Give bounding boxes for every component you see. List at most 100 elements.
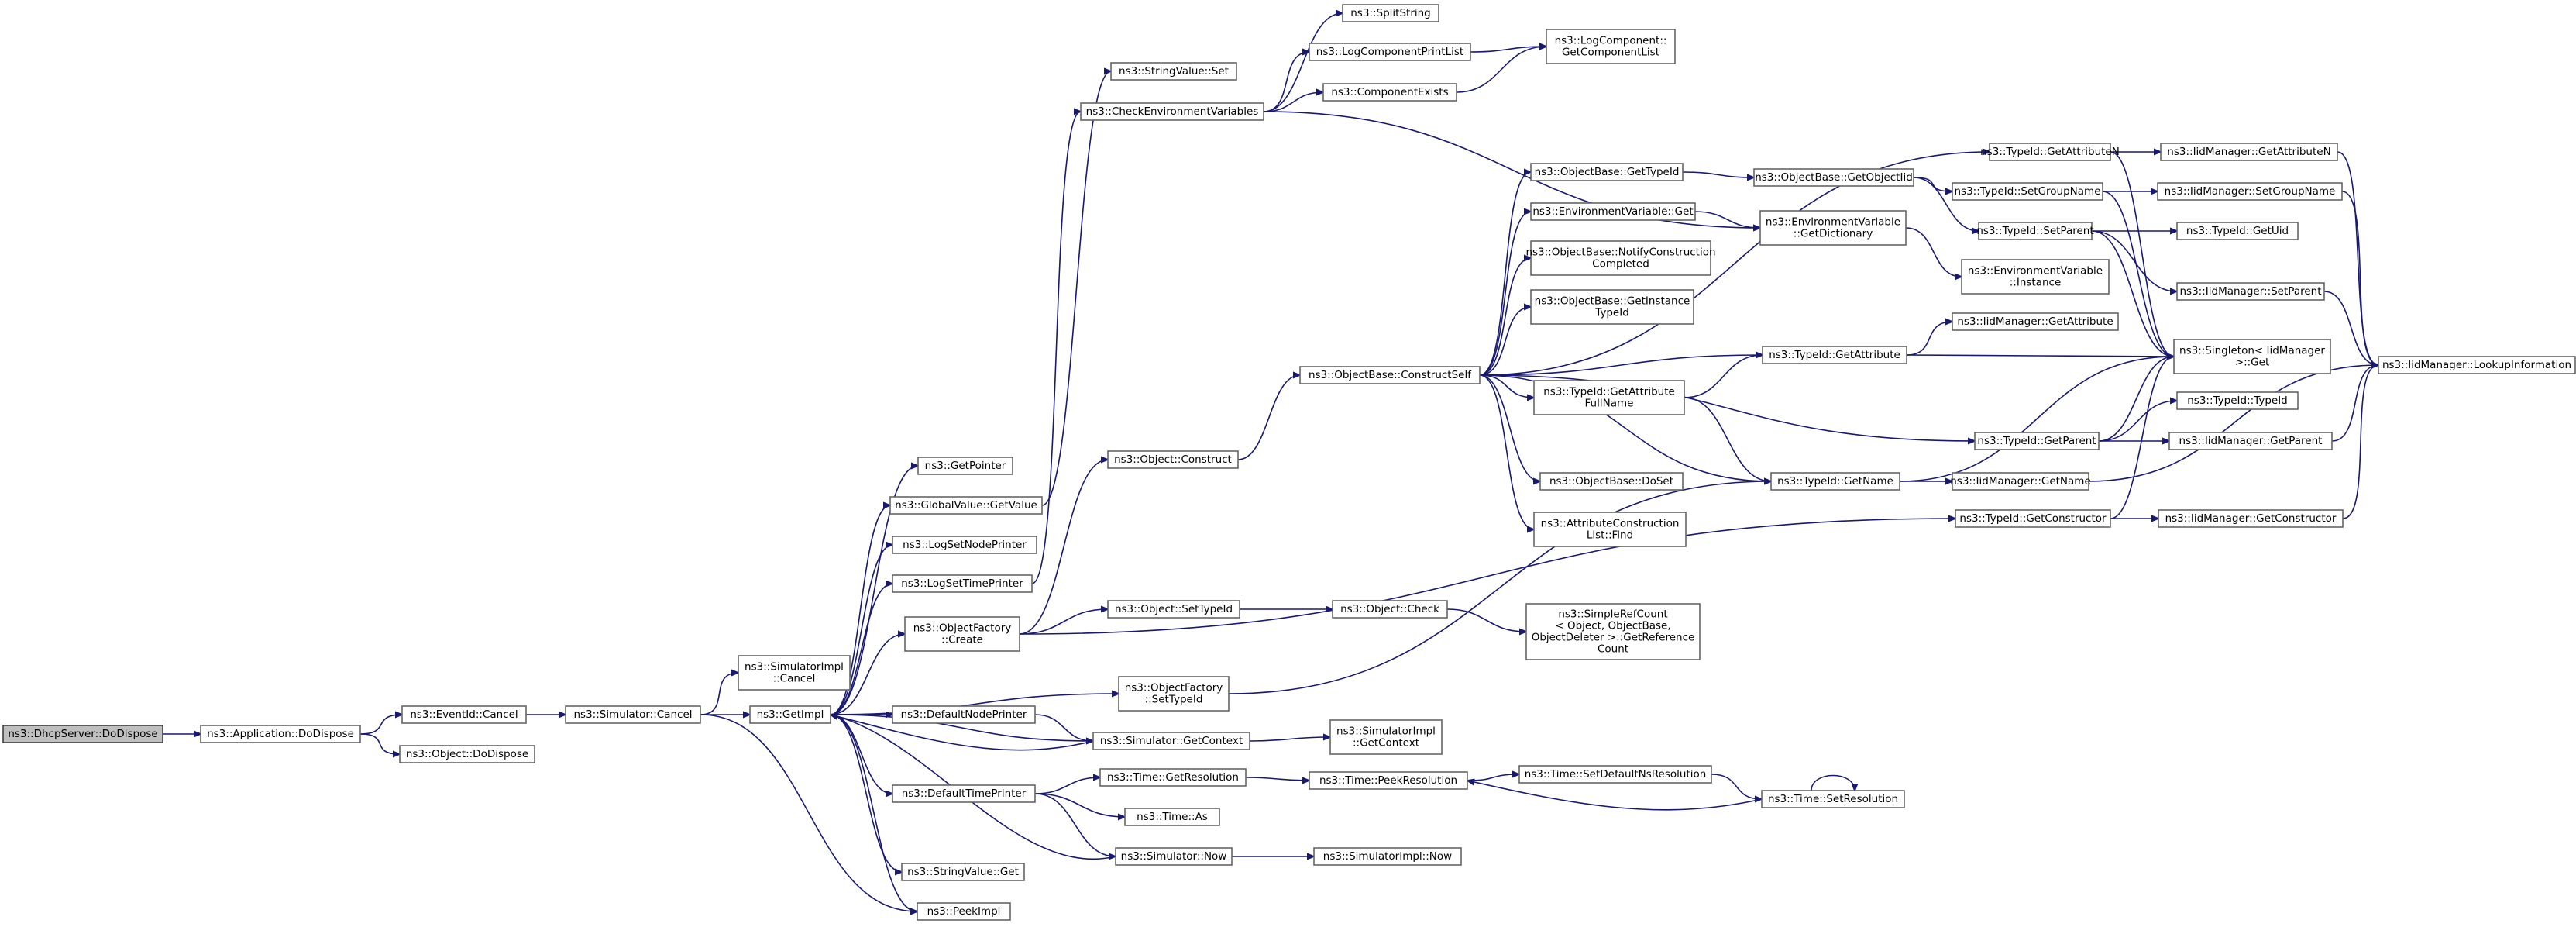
node-box[interactable] bbox=[1107, 450, 1239, 469]
node-getpointer[interactable]: ns3::GetPointer bbox=[917, 457, 1013, 475]
node-envvar-getdict[interactable]: ns3::EnvironmentVariable::GetDictionary bbox=[1759, 210, 1907, 246]
node-time-setdefaultns[interactable]: ns3::Time::SetDefaultNsResolution bbox=[1518, 765, 1712, 784]
node-box[interactable] bbox=[1299, 366, 1481, 384]
node-object-construct[interactable]: ns3::Object::Construct bbox=[1107, 450, 1239, 469]
node-box[interactable] bbox=[1546, 29, 1676, 64]
node-box[interactable] bbox=[1762, 346, 1907, 364]
node-simimpl-now[interactable]: ns3::SimulatorImpl::Now bbox=[1313, 847, 1462, 866]
node-box[interactable] bbox=[1530, 240, 1711, 276]
node-envvar-get[interactable]: ns3::EnvironmentVariable::Get bbox=[1530, 202, 1696, 221]
node-box[interactable] bbox=[2176, 282, 2325, 301]
node-typeid-setparent[interactable]: ns3::TypeId::SetParent bbox=[1976, 222, 2094, 240]
node-iid-lookup[interactable]: ns3::IidManager::LookupInformation bbox=[2378, 356, 2576, 374]
node-box[interactable] bbox=[1761, 790, 1905, 808]
node-box[interactable] bbox=[1530, 163, 1684, 181]
node-simulator-cancel[interactable]: ns3::Simulator::Cancel bbox=[565, 705, 701, 724]
node-simplerefcount[interactable]: ns3::SimpleRefCount< Object, ObjectBase,… bbox=[1525, 603, 1701, 660]
node-time-getres[interactable]: ns3::Time::GetResolution bbox=[1099, 768, 1247, 787]
node-box[interactable] bbox=[2157, 182, 2343, 201]
node-box[interactable] bbox=[749, 705, 831, 724]
node-box[interactable] bbox=[1952, 312, 2119, 331]
node-box[interactable] bbox=[1961, 259, 2110, 295]
node-typeid-typeid[interactable]: ns3::TypeId::TypeId bbox=[2176, 391, 2299, 410]
node-box[interactable] bbox=[1525, 603, 1701, 660]
node-box[interactable] bbox=[401, 705, 527, 724]
node-box[interactable] bbox=[2176, 391, 2299, 410]
node-objfactory-settypeid[interactable]: ns3::ObjectFactory::SetTypeId bbox=[1118, 676, 1230, 712]
node-box[interactable] bbox=[1989, 143, 2111, 161]
node-box[interactable] bbox=[1115, 847, 1233, 866]
node-envvar-instance[interactable]: ns3::EnvironmentVariable::Instance bbox=[1961, 259, 2110, 295]
node-simimpl-getcontext[interactable]: ns3::SimulatorImpl::GetContext bbox=[1329, 719, 1443, 755]
node-getimpl[interactable]: ns3::GetImpl bbox=[749, 705, 831, 724]
node-iid-getname[interactable]: ns3::IidManager::GetName bbox=[1950, 472, 2091, 491]
node-box[interactable] bbox=[2176, 222, 2299, 240]
node-box[interactable] bbox=[1309, 771, 1468, 790]
node-object-dispose[interactable]: ns3::Object::DoDispose bbox=[399, 745, 535, 763]
node-box[interactable] bbox=[1952, 472, 2089, 491]
node-box[interactable] bbox=[2160, 143, 2338, 161]
node-box[interactable] bbox=[1110, 62, 1237, 81]
node-box[interactable] bbox=[1118, 676, 1230, 712]
node-typeid-getattribute[interactable]: ns3::TypeId::GetAttribute bbox=[1762, 346, 1907, 364]
node-box[interactable] bbox=[1124, 808, 1220, 826]
node-box[interactable] bbox=[904, 616, 1020, 652]
node-box[interactable] bbox=[1518, 765, 1712, 784]
node-box[interactable] bbox=[2, 725, 163, 743]
node-logcompprintlist[interactable]: ns3::LogComponentPrintList bbox=[1309, 43, 1471, 61]
node-box[interactable] bbox=[917, 457, 1013, 475]
node-box[interactable] bbox=[2168, 432, 2333, 450]
node-typeid-getparent[interactable]: ns3::TypeId::GetParent bbox=[1974, 432, 2100, 450]
node-box[interactable] bbox=[1332, 600, 1448, 619]
node-peekimpl[interactable]: ns3::PeekImpl bbox=[917, 902, 1011, 921]
node-box[interactable] bbox=[1530, 289, 1694, 325]
node-objbase-doset[interactable]: ns3::ObjectBase::DoSet bbox=[1539, 472, 1684, 491]
node-checkenv[interactable]: ns3::CheckEnvironmentVariables bbox=[1080, 102, 1264, 121]
node-logcomp-getlist[interactable]: ns3::LogComponent::GetComponentList bbox=[1546, 29, 1676, 64]
node-box[interactable] bbox=[892, 784, 1036, 803]
node-stringvalue-get[interactable]: ns3::StringValue::Get bbox=[901, 863, 1025, 881]
node-typeid-getname[interactable]: ns3::TypeId::GetName bbox=[1770, 472, 1900, 491]
node-globalvalue-get[interactable]: ns3::GlobalValue::GetValue bbox=[889, 496, 1043, 515]
node-iid-getconstructor[interactable]: ns3::IidManager::GetConstructor bbox=[2158, 509, 2344, 528]
node-objbase-gettypeid[interactable]: ns3::ObjectBase::GetTypeId bbox=[1530, 163, 1684, 181]
node-logsettime[interactable]: ns3::LogSetTimePrinter bbox=[892, 574, 1033, 593]
node-box[interactable] bbox=[1955, 509, 2111, 528]
node-box[interactable] bbox=[1309, 43, 1471, 61]
node-box[interactable] bbox=[892, 536, 1037, 554]
node-box[interactable] bbox=[1322, 83, 1457, 102]
node-box[interactable] bbox=[1978, 222, 2093, 240]
node-box[interactable] bbox=[1533, 512, 1687, 547]
node-box[interactable] bbox=[1530, 202, 1696, 221]
node-defaultnodeprinter[interactable]: ns3::DefaultNodePrinter bbox=[892, 705, 1036, 724]
node-iid-getattribute[interactable]: ns3::IidManager::GetAttribute bbox=[1952, 312, 2119, 331]
node-box[interactable] bbox=[738, 655, 851, 691]
node-iid-setparent[interactable]: ns3::IidManager::SetParent bbox=[2176, 282, 2325, 301]
node-object-settypeid[interactable]: ns3::Object::SetTypeId bbox=[1107, 600, 1240, 619]
node-time-as[interactable]: ns3::Time::As bbox=[1124, 808, 1220, 826]
node-iid-setgroupname[interactable]: ns3::IidManager::SetGroupName bbox=[2157, 182, 2343, 201]
node-object-check[interactable]: ns3::Object::Check bbox=[1332, 600, 1448, 619]
node-box[interactable] bbox=[901, 863, 1025, 881]
node-iid-getparent[interactable]: ns3::IidManager::GetParent bbox=[2168, 432, 2333, 450]
node-box[interactable] bbox=[1533, 380, 1685, 415]
node-dhcp-dispose[interactable]: ns3::DhcpServer::DoDispose bbox=[2, 725, 163, 743]
node-splitstring[interactable]: ns3::SplitString bbox=[1342, 4, 1439, 22]
node-box[interactable] bbox=[1759, 210, 1907, 246]
node-time-setres[interactable]: ns3::Time::SetResolution bbox=[1761, 790, 1905, 808]
node-box[interactable] bbox=[889, 496, 1043, 515]
node-box[interactable] bbox=[2378, 356, 2576, 374]
node-time-peekres[interactable]: ns3::Time::PeekResolution bbox=[1309, 771, 1468, 790]
node-box[interactable] bbox=[1753, 168, 1914, 187]
node-compexists[interactable]: ns3::ComponentExists bbox=[1322, 83, 1457, 102]
node-box[interactable] bbox=[917, 902, 1011, 921]
node-box[interactable] bbox=[1342, 4, 1439, 22]
node-box[interactable] bbox=[1539, 472, 1684, 491]
node-defaulttimeprinter[interactable]: ns3::DefaultTimePrinter bbox=[892, 784, 1036, 803]
node-logsetnode[interactable]: ns3::LogSetNodePrinter bbox=[892, 536, 1037, 554]
node-stringvalue-set[interactable]: ns3::StringValue::Set bbox=[1110, 62, 1237, 81]
node-objbase-notify[interactable]: ns3::ObjectBase::NotifyConstructionCompl… bbox=[1525, 240, 1716, 276]
